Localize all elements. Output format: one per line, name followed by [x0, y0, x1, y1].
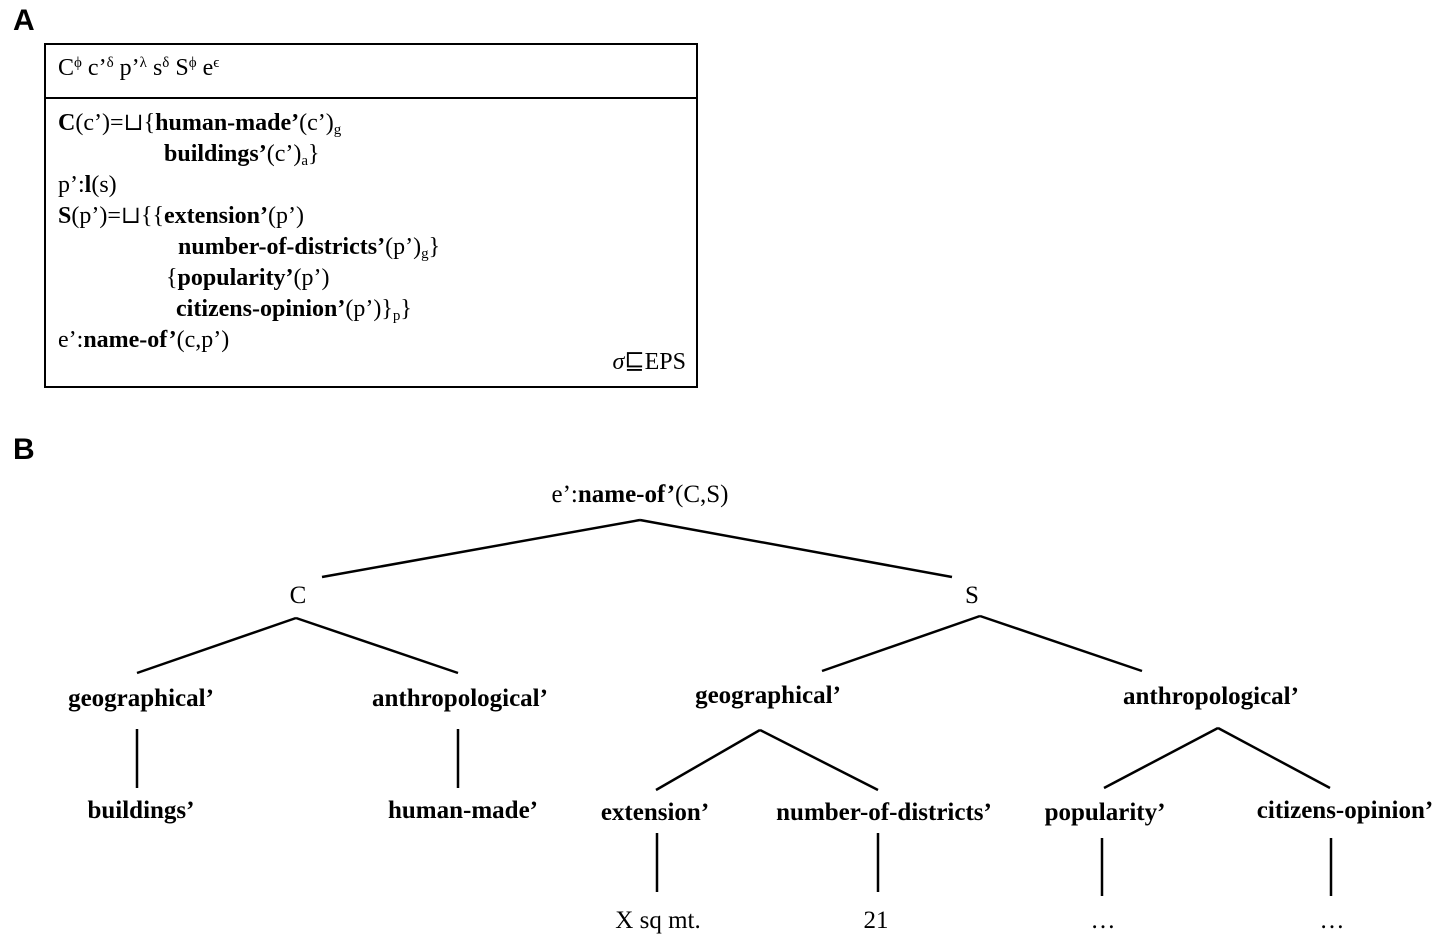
drs-line-s: S(p’)=⊔{{extension’(p’) — [58, 203, 305, 229]
edge-root-s — [639, 518, 953, 579]
edge-santh-cit — [1217, 726, 1331, 790]
drs-line-buildings: buildings’(c’)a} — [164, 141, 320, 169]
panel-label-a: A — [13, 4, 35, 37]
node-citizens-opinion-value: … — [1320, 907, 1345, 934]
node-root: e’:name-of’(C,S) — [551, 481, 728, 508]
node-c-geographical: geographical’ — [68, 685, 214, 712]
drs-header: Cϕ c’δ p’λ sδ Sϕ eϵ — [46, 45, 696, 99]
drs-line-name-of: e’:name-of’(c,p’) — [58, 327, 230, 353]
node-c: C — [290, 582, 307, 609]
node-popularity: popularity’ — [1045, 799, 1166, 826]
node-s-geographical: geographical’ — [695, 682, 841, 709]
edge-c-anth — [295, 616, 459, 675]
node-popularity-value: … — [1091, 907, 1116, 934]
edge-root-c — [321, 518, 641, 579]
node-s-anthropological: anthropological’ — [1123, 683, 1299, 710]
drs-line-districts: number-of-districts’(p’)g} — [178, 234, 441, 262]
edge-santh-pop — [1103, 726, 1219, 790]
node-citizens-opinion: citizens-opinion’ — [1257, 797, 1433, 824]
edge-s-anth — [979, 614, 1143, 673]
drs-line-p: p’:l(s) — [58, 172, 117, 198]
node-extension: extension’ — [601, 799, 709, 826]
drs-footer-symbol: σ⊑EPS — [612, 349, 686, 375]
drs-box: Cϕ c’δ p’λ sδ Sϕ eϵ C(c’)=⊔{human-made’(… — [44, 43, 698, 388]
node-c-anthropological: anthropological’ — [372, 685, 548, 712]
node-s: S — [965, 582, 979, 609]
node-extension-value: X sq mt. — [615, 907, 700, 934]
drs-body: C(c’)=⊔{human-made’(c’)g buildings’(c’)a… — [46, 99, 696, 386]
edge-s-geo — [821, 614, 981, 673]
edge-sgeo-nod — [759, 728, 879, 792]
edge-c-geo — [136, 616, 297, 675]
drs-line-popularity: {popularity’(p’) — [166, 265, 330, 291]
node-buildings: buildings’ — [87, 797, 194, 824]
node-districts-value: 21 — [864, 907, 889, 934]
node-number-of-districts: number-of-districts’ — [776, 799, 992, 826]
drs-line-c: C(c’)=⊔{human-made’(c’)g — [58, 110, 342, 138]
panel-label-b: B — [13, 433, 35, 466]
drs-header-referents: Cϕ c’δ p’λ sδ Sϕ eϵ — [58, 55, 220, 81]
edge-sgeo-ext — [655, 728, 761, 792]
drs-line-citizens: citizens-opinion’(p’)}p} — [176, 296, 412, 324]
node-human-made: human-made’ — [388, 797, 538, 824]
